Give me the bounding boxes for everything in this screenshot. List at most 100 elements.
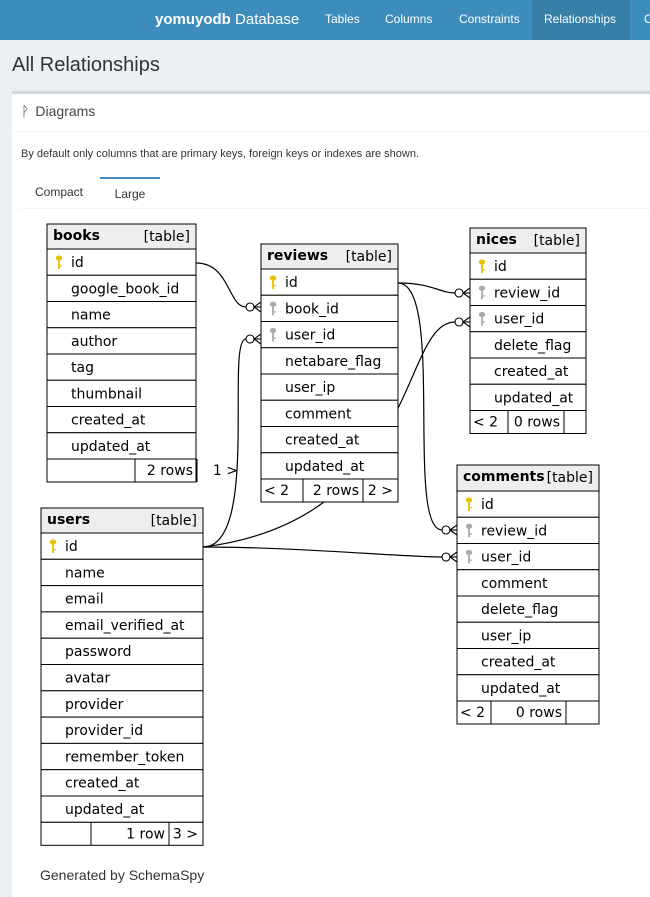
box-header: ᚹ Diagrams: [12, 94, 650, 132]
footer-row-count: 2 rows: [313, 483, 359, 499]
table-reviews[interactable]: reviews[table]idbook_iduser_idnetabare_f…: [260, 243, 399, 503]
column-row[interactable]: [469, 252, 587, 280]
fork-icon: ᚹ: [21, 104, 30, 120]
column-row[interactable]: [469, 278, 587, 306]
column-name: id: [71, 255, 84, 271]
column-row[interactable]: [456, 595, 600, 623]
column-row[interactable]: [260, 373, 399, 401]
brand-logo[interactable]: yomuyodb Database: [155, 0, 299, 40]
column-row[interactable]: [40, 690, 204, 718]
column-name: name: [71, 308, 111, 324]
generated-by: Generated by SchemaSpy: [40, 867, 205, 883]
column-name: updated_at: [71, 439, 151, 455]
column-name: delete_flag: [494, 338, 571, 354]
tab-large[interactable]: Large: [100, 177, 160, 209]
foreign-key-icon: [269, 301, 277, 316]
column-row[interactable]: [456, 674, 600, 702]
column-name: delete_flag: [481, 602, 558, 618]
footer-row-count: 1 row: [126, 826, 165, 842]
fk-crowfoot-marker: [245, 301, 262, 313]
column-name: updated_at: [65, 802, 145, 818]
column-name: author: [71, 334, 117, 350]
column-row[interactable]: [456, 543, 600, 571]
column-row[interactable]: [40, 742, 204, 771]
column-row[interactable]: [260, 399, 399, 427]
column-name: created_at: [481, 655, 556, 671]
primary-key-icon: [478, 259, 486, 273]
column-row[interactable]: [46, 248, 197, 276]
column-row[interactable]: [260, 321, 399, 349]
column-name: email: [65, 592, 104, 608]
column-name: remember_token: [65, 749, 184, 765]
column-row[interactable]: [46, 353, 197, 381]
column-name: created_at: [285, 433, 360, 449]
column-name: id: [494, 259, 507, 275]
primary-key-icon: [269, 275, 277, 289]
column-row[interactable]: [260, 347, 399, 375]
column-name: id: [65, 539, 78, 555]
table-nices[interactable]: nices[table]idreview_iduser_iddelete_fla…: [469, 227, 587, 434]
column-name: tag: [71, 360, 94, 376]
column-row[interactable]: [260, 268, 399, 296]
column-name: created_at: [71, 413, 146, 429]
column-name: password: [65, 644, 131, 660]
column-row[interactable]: [46, 301, 197, 329]
column-row[interactable]: [469, 331, 587, 359]
primary-key-icon: [465, 497, 473, 511]
table-kind: [table]: [151, 513, 197, 529]
column-row[interactable]: [46, 406, 197, 434]
top-navbar: yomuyodb Database Tables Columns Constra…: [0, 0, 650, 40]
column-row[interactable]: [40, 637, 204, 666]
column-row[interactable]: [456, 490, 600, 518]
fk-crowfoot-marker: [441, 551, 458, 563]
brand-suffix: Database: [235, 11, 300, 28]
column-row[interactable]: [46, 274, 197, 302]
footer-children: 1 >: [213, 463, 238, 479]
table-users[interactable]: users[table]idnameemailemail_verified_at…: [40, 507, 204, 846]
column-row[interactable]: [46, 327, 197, 355]
nav-orphan-tables[interactable]: O: [644, 12, 650, 26]
column-name: comment: [481, 576, 548, 592]
foreign-key-icon: [478, 285, 486, 300]
box-title: ᚹ Diagrams: [21, 103, 95, 120]
nav-relationships[interactable]: Relationships: [532, 0, 630, 40]
column-row[interactable]: [456, 569, 600, 597]
primary-key-icon: [55, 255, 63, 269]
column-name: name: [65, 565, 105, 581]
column-name: created_at: [494, 364, 569, 380]
table-comments[interactable]: comments[table]idreview_iduser_idcomment…: [456, 464, 600, 725]
table-name: comments: [463, 469, 545, 485]
fk-crowfoot-marker: [454, 316, 471, 328]
nav-tables[interactable]: Tables: [325, 12, 360, 26]
brand-name: yomuyodb: [155, 11, 231, 28]
fk-crowfoot-marker: [245, 333, 262, 345]
column-name: user_ip: [285, 380, 335, 396]
column-name: google_book_id: [71, 281, 179, 297]
column-row[interactable]: [456, 516, 600, 544]
column-row[interactable]: [40, 585, 204, 613]
column-name: user_ip: [481, 628, 531, 644]
column-row[interactable]: [40, 532, 204, 560]
footer-parents: < 2: [460, 705, 485, 721]
primary-key-icon: [49, 539, 57, 553]
column-name: review_id: [481, 523, 547, 539]
column-row[interactable]: [46, 432, 197, 460]
column-name: provider: [65, 697, 124, 713]
table-books[interactable]: books[table]idgoogle_book_idnameauthorta…: [46, 223, 238, 483]
foreign-key-icon: [478, 311, 486, 326]
column-name: user_id: [481, 550, 531, 566]
table-kind: [table]: [346, 249, 392, 265]
column-row[interactable]: [260, 452, 399, 480]
nav-constraints[interactable]: Constraints: [459, 12, 520, 26]
footer-parents: < 2: [473, 415, 498, 431]
column-row[interactable]: [40, 769, 204, 797]
table-name: users: [47, 512, 90, 528]
column-row[interactable]: [40, 664, 204, 692]
tab-compact[interactable]: Compact: [34, 185, 84, 199]
column-row[interactable]: [260, 426, 399, 454]
column-row[interactable]: [46, 379, 197, 407]
box-title-text: Diagrams: [35, 103, 96, 119]
footer-parents: < 2: [264, 483, 289, 499]
nav-columns[interactable]: Columns: [385, 12, 433, 26]
